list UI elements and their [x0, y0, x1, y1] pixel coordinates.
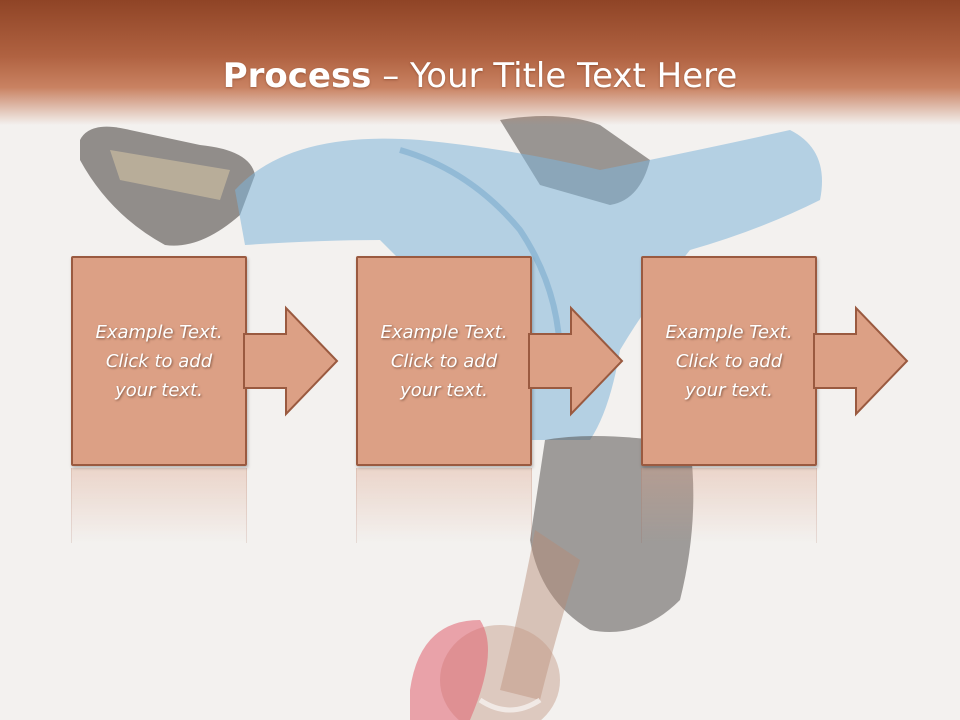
step-2-box[interactable]: Example Text. Click to add your text.: [356, 256, 532, 466]
step-2-arrow-icon: [528, 305, 624, 417]
step-3-reflection: [641, 468, 817, 543]
slide-title-bold: Process: [222, 56, 372, 96]
slide-title[interactable]: Process – Your Title Text Here: [0, 54, 960, 98]
step-1-reflection: [71, 468, 247, 543]
step-1-text[interactable]: Example Text. Click to add your text.: [95, 321, 223, 401]
step-3-arrow-icon: [813, 305, 909, 417]
step-1-box[interactable]: Example Text. Click to add your text.: [71, 256, 247, 466]
title-bar: [0, 0, 960, 125]
step-2-text[interactable]: Example Text. Click to add your text.: [380, 321, 508, 401]
step-3-box[interactable]: Example Text. Click to add your text.: [641, 256, 817, 466]
step-1-arrow-icon: [243, 305, 339, 417]
slide-title-rest: – Your Title Text Here: [371, 56, 738, 96]
step-3-text[interactable]: Example Text. Click to add your text.: [665, 321, 793, 401]
step-2-reflection: [356, 468, 532, 543]
